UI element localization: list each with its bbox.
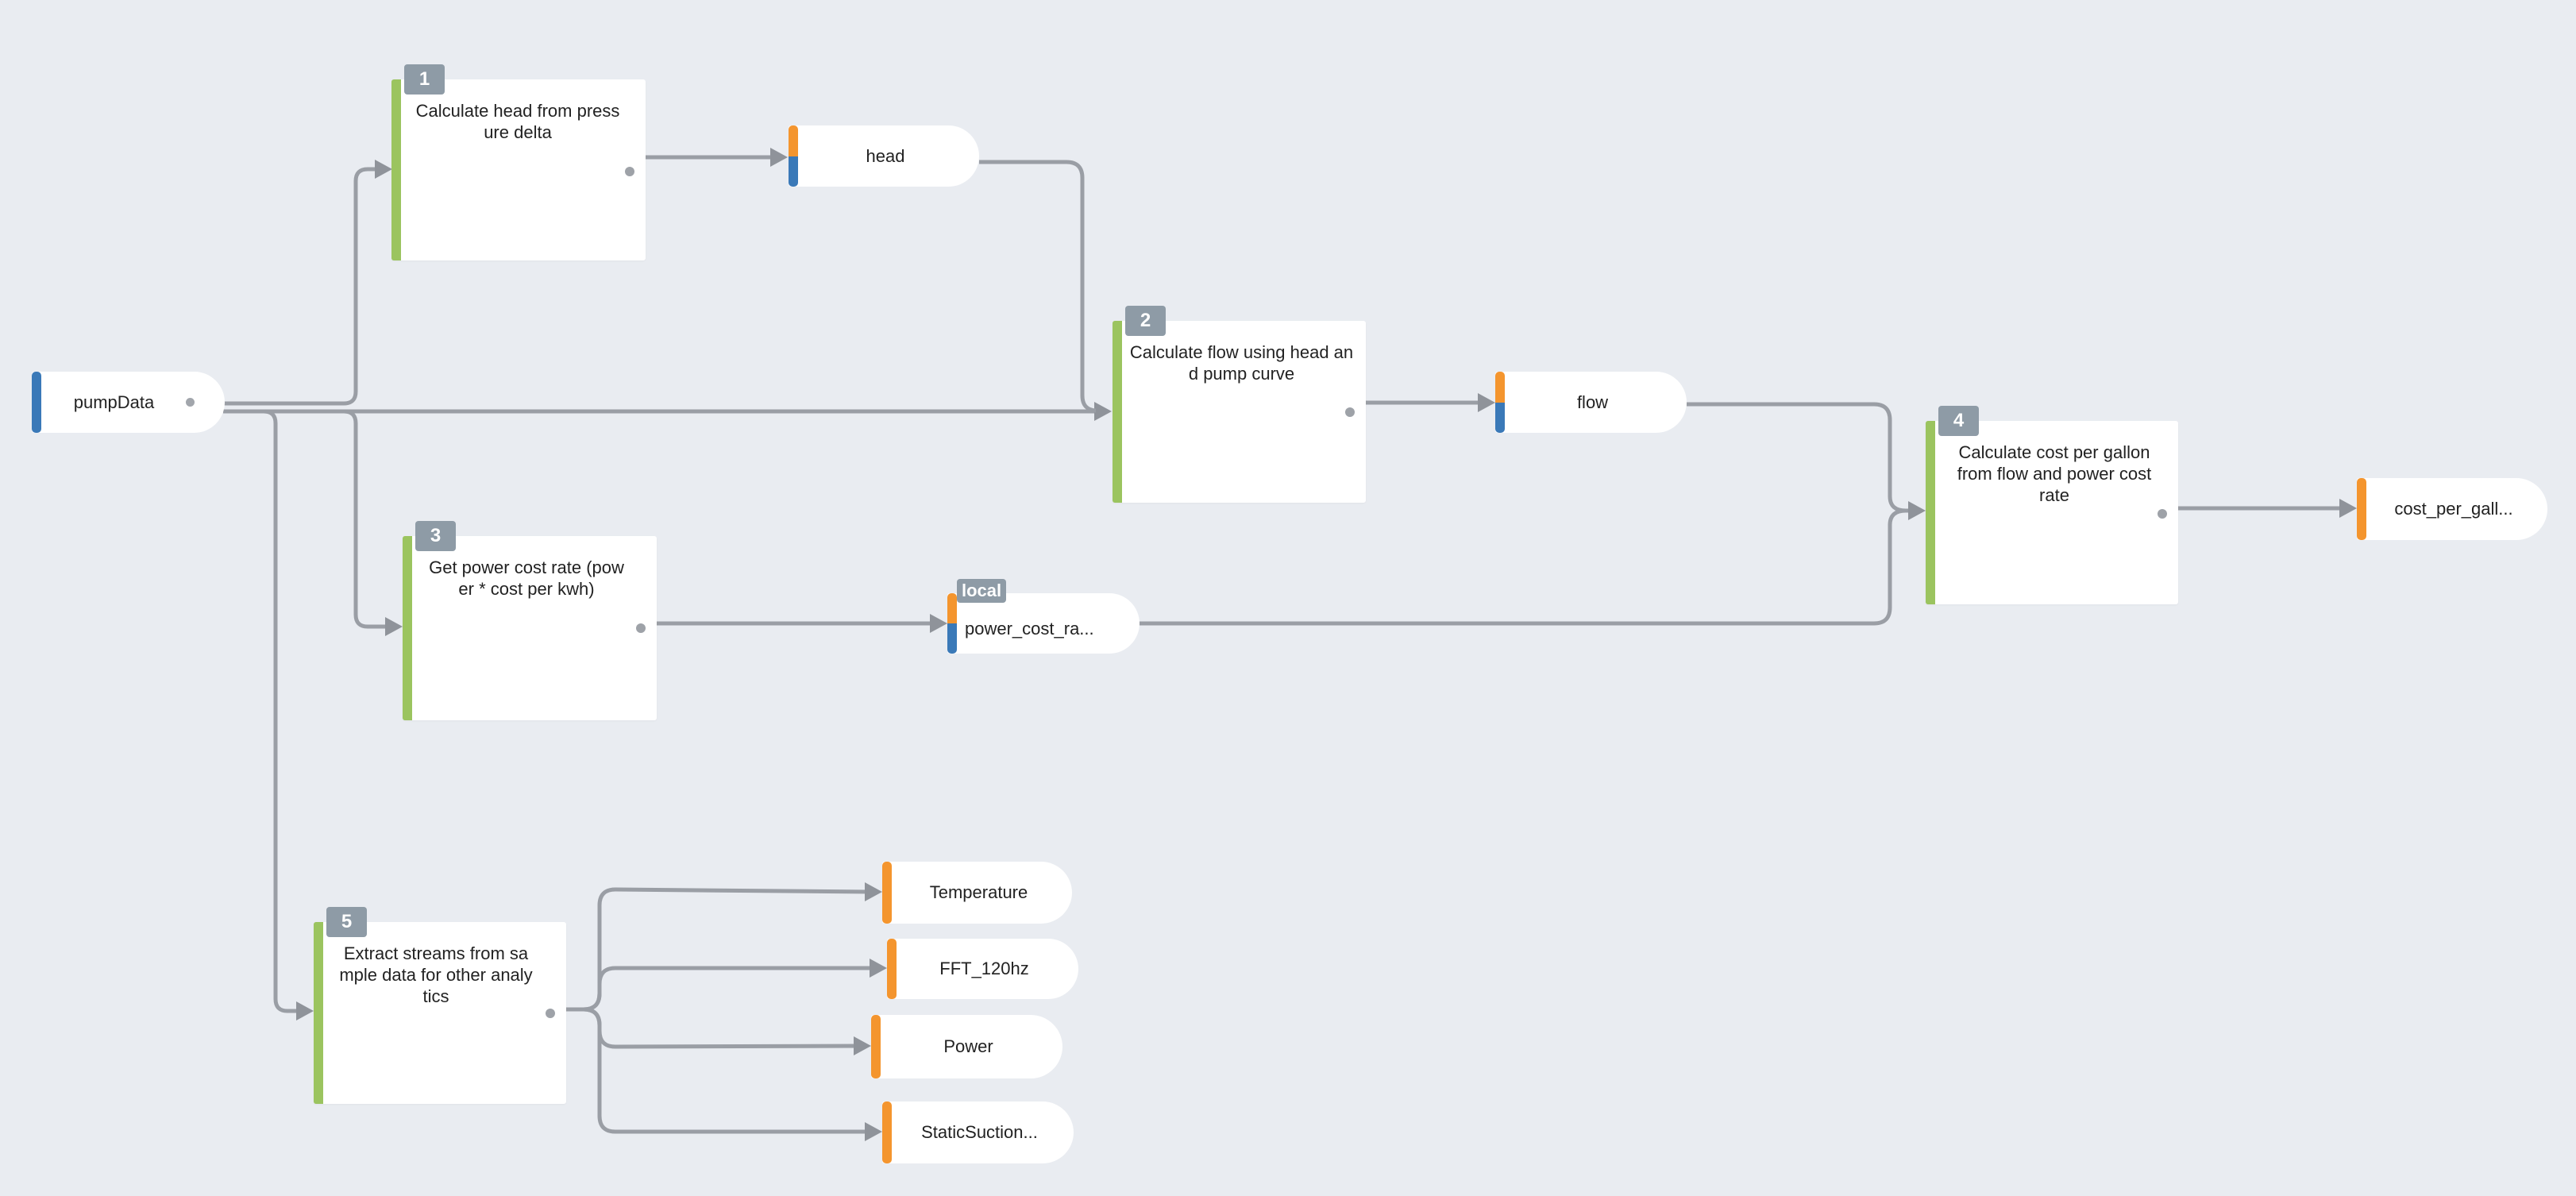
- stream-label: power_cost_ra...: [965, 619, 1094, 639]
- output-port[interactable]: [1345, 407, 1355, 417]
- edge-pumpdata-task5: [263, 409, 302, 1013]
- arrow-powercost-input: [930, 614, 947, 633]
- stream-input-marker: [887, 939, 897, 999]
- output-port[interactable]: [2158, 509, 2167, 519]
- task-number-badge: 3: [415, 521, 456, 551]
- task-node-5[interactable]: 5 Extract streams from sample data for o…: [314, 907, 566, 1104]
- stream-node-power[interactable]: Power: [871, 1015, 1062, 1078]
- task-title: Calculate cost per gallon from flow and …: [1957, 442, 2152, 505]
- arrow-flow-input: [1478, 393, 1495, 412]
- local-scope-badge: local: [957, 579, 1007, 603]
- stream-label: FFT_120hz: [939, 959, 1029, 978]
- arrow-task3-input: [385, 617, 403, 636]
- task-title: Get power cost rate (power * cost per kw…: [429, 557, 624, 599]
- stream-input-marker: [882, 1101, 892, 1163]
- stream-output-marker: [32, 372, 41, 433]
- arrow-task2-input: [1094, 402, 1112, 421]
- edge-pumpdata-task3: [343, 409, 391, 629]
- task-number-badge: 4: [1938, 406, 1979, 436]
- stream-node-power-cost-rate[interactable]: power_cost_ra...: [947, 593, 1140, 654]
- task-title: Extract streams from sample data for oth…: [339, 943, 533, 1006]
- stream-input-marker: [2357, 478, 2366, 540]
- stream-node-temperature[interactable]: Temperature: [882, 862, 1072, 924]
- edge-powercost-task4: [1140, 508, 1907, 626]
- arrow-fft-input: [870, 959, 887, 978]
- task-number-badge: 1: [404, 64, 445, 95]
- output-port[interactable]: [186, 398, 195, 407]
- stream-label: flow: [1576, 392, 1609, 412]
- arrow-staticsuction-input: [865, 1122, 882, 1141]
- stream-label: Power: [943, 1036, 993, 1056]
- output-port[interactable]: [625, 167, 634, 176]
- task-node-3[interactable]: 3 Get power cost rate (power * cost per …: [403, 521, 657, 720]
- stream-node-static-suction[interactable]: StaticSuction...: [882, 1101, 1074, 1163]
- stream-node-fft-120hz[interactable]: FFT_120hz: [887, 939, 1078, 999]
- stream-label: Temperature: [929, 882, 1028, 902]
- arrow-costpergallon-input: [2339, 499, 2357, 518]
- source-stream-pumpdata[interactable]: pumpData: [32, 372, 225, 433]
- stream-input-marker: [871, 1015, 881, 1078]
- task-node-2[interactable]: 2 Calculate flow using head and pump cur…: [1113, 306, 1366, 503]
- stream-io-marker: [947, 593, 957, 654]
- stream-io-marker: [1495, 372, 1505, 433]
- stream-node-cost-per-gallon[interactable]: cost_per_gall...: [2357, 478, 2547, 540]
- task-node-1[interactable]: 1 Calculate head from pressure delta: [391, 64, 646, 260]
- stream-label: StaticSuction...: [921, 1122, 1038, 1142]
- stream-label: cost_per_gall...: [2394, 499, 2513, 519]
- task-title: Calculate head from pressure delta: [415, 101, 620, 142]
- output-port[interactable]: [546, 1009, 555, 1018]
- stream-label: pumpData: [73, 392, 155, 412]
- stream-node-head[interactable]: head: [789, 125, 979, 187]
- edge-flow-task4: [1687, 402, 1914, 513]
- arrow-task4-input: [1908, 501, 1926, 520]
- arrow-power-input: [854, 1036, 871, 1055]
- stream-label: head: [866, 145, 905, 166]
- stream-io-marker: [789, 125, 798, 187]
- stream-input-marker: [882, 862, 892, 924]
- task-number-badge: 5: [326, 907, 367, 937]
- task-node-4[interactable]: 4 Calculate cost per gallon from flow an…: [1926, 406, 2178, 604]
- edge-task5-power: [583, 1007, 860, 1049]
- edge-head-task2: [979, 160, 1097, 413]
- edge-task5-staticsuction: [583, 1007, 870, 1134]
- edge-task5-temperature: [566, 887, 871, 1012]
- task-title: Calculate flow using head and pump curve: [1129, 342, 1354, 384]
- arrow-head-input: [770, 148, 788, 167]
- output-port[interactable]: [636, 623, 646, 633]
- arrow-temperature-input: [865, 882, 882, 901]
- arrow-task5-input: [296, 1001, 314, 1020]
- edge-task5-fft: [583, 966, 875, 1012]
- edge-pumpdata-task1: [223, 167, 381, 406]
- stream-node-flow[interactable]: flow: [1495, 372, 1687, 433]
- task-number-badge: 2: [1125, 306, 1166, 336]
- arrow-task1-input: [375, 160, 392, 179]
